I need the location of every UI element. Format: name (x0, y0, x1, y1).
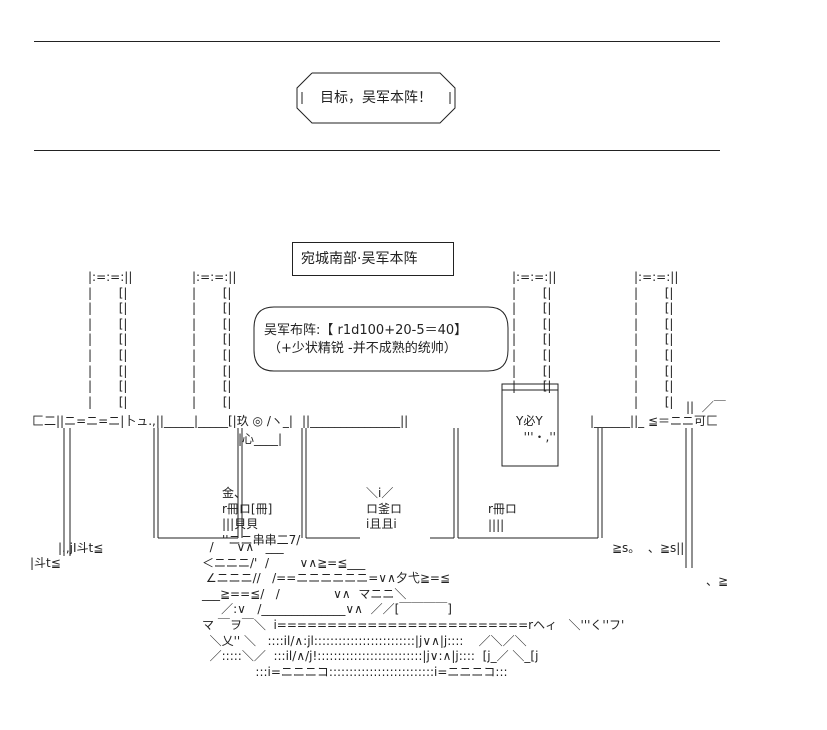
city-wall-right: |______||_ ≦＝ニニ可匚 (590, 414, 718, 428)
formation-roll: 吴军布阵:【 r1d100+20-5＝40】 (264, 323, 468, 338)
objective-banner: 目标，吴军本阵！ (296, 72, 456, 124)
tower-right-2: |:=:=:|| | [| | [| | [| | [| | [| | [| |… (634, 270, 679, 409)
objective-text: 目标，吴军本阵！ (320, 90, 432, 106)
battlefield-ascii-art: 宛城南部·吴军本阵 吴军布阵:【 r1d100+20-5＝40】 （+少状精锐 … (30, 238, 810, 708)
tower-right-1: |:=:=:|| | [| | [| | [| | [| | [| | [| |… (512, 270, 557, 394)
location-label-box: 宛城南部·吴军本阵 (292, 242, 454, 276)
ground-left-slope: |.,jI斗t≦ (58, 541, 104, 555)
bottom-divider (34, 150, 720, 151)
top-divider (34, 41, 720, 42)
banner-frame (296, 72, 456, 124)
city-wall-right-tail: || ／￣ (686, 400, 726, 414)
ground-left: |斗t≦ (30, 556, 61, 570)
tower-left-1: |:=:=:|| | [| | [| | [| | [| | [| | [| |… (88, 270, 133, 409)
house-right: r冊ロ |||| (488, 502, 517, 532)
tower-left-2: |:=:=:|| | [| | [| | [| | [| | [| | [| |… (192, 270, 237, 409)
ground-right-slope: ≧s。 、≧s|| (612, 541, 685, 555)
city-wall-middle: ||_______________|| (302, 414, 409, 428)
city-wall-left: 匚二||ニ=ニ=ニ|卜ュ.,||_____|_____[|玖 ◎ /ヽ_| (32, 414, 293, 428)
house-left: 金、 r冊ロ[冊] |||貝貝 ''ニニ串串二7/ (222, 486, 301, 547)
location-label: 宛城南部·吴军本阵 (301, 251, 418, 267)
wall-lines (63, 383, 693, 568)
road-and-camp: / ∨∧ ___ ＜ニニニ/' / ∨∧≧=≦___ ∠ニニニ// /==ニニニ… (202, 540, 625, 679)
house-middle: ＼i／ ロ釜ロ i且且i (366, 486, 403, 532)
formation-speech-bubble: 吴军布阵:【 r1d100+20-5＝40】 （+少状精锐 -并不成熟的统帅） (252, 306, 510, 372)
speech-bubble-frame (253, 306, 509, 372)
gate-inner: |心____| (238, 432, 283, 446)
army-banner-flag: Y必Y '''・,'' (516, 414, 556, 444)
formation-modifiers: （+少状精锐 -并不成熟的统帅） (268, 341, 457, 356)
ground-right-edge: 、≧ (706, 574, 729, 588)
